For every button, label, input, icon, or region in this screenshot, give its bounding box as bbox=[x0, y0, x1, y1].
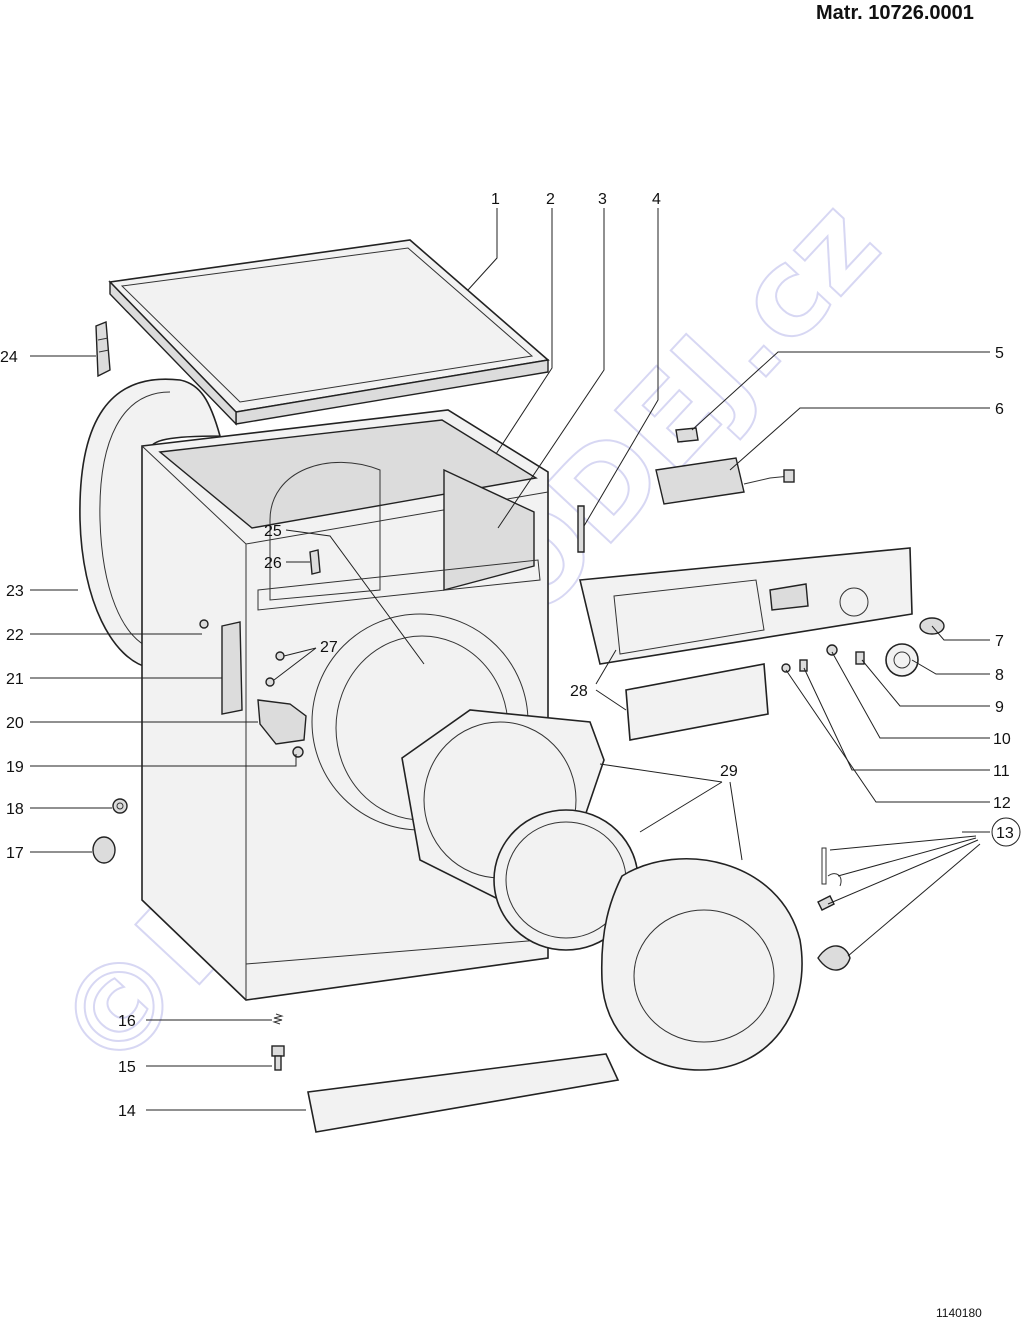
drawing-code: 1140180 bbox=[936, 1306, 982, 1320]
part-24-bracket bbox=[95, 320, 111, 378]
callout-24: 24 bbox=[0, 349, 18, 366]
part-29-door-frames bbox=[401, 709, 803, 1071]
callout-25: 25 bbox=[264, 523, 282, 540]
callout-5: 5 bbox=[995, 345, 1004, 362]
small-fasteners bbox=[199, 619, 304, 758]
callout-13: 13 bbox=[996, 825, 1014, 842]
callout-14: 14 bbox=[118, 1103, 136, 1120]
part-28-control-panel bbox=[579, 547, 913, 741]
part-4-rod bbox=[577, 505, 585, 553]
callout-13-circle bbox=[991, 817, 1021, 847]
callout-1: 1 bbox=[491, 191, 500, 208]
callout-3: 3 bbox=[598, 191, 607, 208]
part-1-top-cover bbox=[108, 239, 550, 426]
part-21-hinge-plate bbox=[221, 621, 243, 715]
callout-12: 12 bbox=[993, 795, 1011, 812]
callout-21: 21 bbox=[6, 671, 24, 688]
callout-labels: 1 2 3 4 5 6 7 8 9 10 11 12 13 14 15 16 1… bbox=[0, 191, 1014, 1120]
callout-26: 26 bbox=[264, 555, 282, 572]
callout-18: 18 bbox=[6, 801, 24, 818]
part-17-foot bbox=[92, 836, 116, 864]
callout-8: 8 bbox=[995, 667, 1004, 684]
part-8-knob bbox=[885, 643, 919, 677]
callout-20: 20 bbox=[6, 715, 24, 732]
part-5-switch bbox=[675, 427, 699, 443]
callout-2: 2 bbox=[546, 191, 555, 208]
callout-28: 28 bbox=[570, 683, 588, 700]
callout-11: 11 bbox=[993, 763, 1010, 780]
callout-10: 10 bbox=[993, 731, 1011, 748]
part-18-washer bbox=[112, 798, 128, 814]
callout-4: 4 bbox=[652, 191, 661, 208]
part-15-screw bbox=[271, 1045, 285, 1071]
callout-9: 9 bbox=[995, 699, 1004, 716]
callout-15: 15 bbox=[118, 1059, 136, 1076]
model-number: Matr. 10726.0001 bbox=[816, 2, 974, 24]
callout-16: 16 bbox=[118, 1013, 136, 1030]
part-6-control-module bbox=[655, 457, 795, 505]
callout-23: 23 bbox=[6, 583, 24, 600]
leader-lines bbox=[30, 208, 990, 1111]
part-13-lock-kit bbox=[817, 847, 851, 971]
buttons-9-12 bbox=[781, 644, 865, 673]
callout-19: 19 bbox=[6, 759, 24, 776]
callout-29: 29 bbox=[720, 763, 738, 780]
part-20-door-hinge bbox=[257, 699, 307, 745]
part-16-spring bbox=[272, 1013, 284, 1025]
callout-6: 6 bbox=[995, 401, 1004, 418]
callout-27: 27 bbox=[320, 639, 338, 656]
callout-22: 22 bbox=[6, 627, 24, 644]
cabinet-body bbox=[141, 409, 549, 1001]
part-26-insert bbox=[309, 549, 321, 575]
callout-17: 17 bbox=[6, 845, 24, 862]
callout-7: 7 bbox=[995, 633, 1004, 650]
part-14-plinth bbox=[307, 1053, 620, 1133]
